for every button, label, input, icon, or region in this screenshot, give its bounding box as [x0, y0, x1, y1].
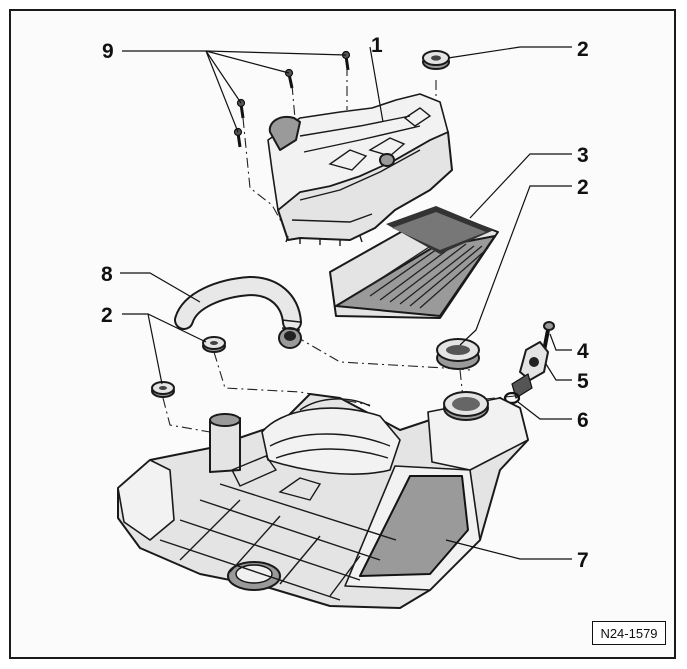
grommet-left-lower: [151, 381, 175, 398]
grommet-left-upper: [202, 336, 226, 353]
grommet-top: [422, 50, 450, 70]
leader-lines: [120, 46, 572, 560]
callout-4: 4: [577, 340, 589, 363]
bracket: [511, 341, 549, 399]
lower-housing: [117, 391, 529, 609]
callout-1: 1: [371, 34, 383, 57]
callouts: 9 1 2 3 2 8 2 4 5 6 7: [101, 34, 589, 572]
callout-7: 7: [577, 549, 589, 572]
callout-8: 8: [101, 263, 113, 286]
hose: [174, 275, 302, 349]
grommet-right: [436, 338, 480, 370]
callout-2-middle: 2: [577, 176, 589, 199]
screw-icon: [341, 50, 351, 71]
filter-element: [329, 206, 499, 319]
callout-2-top: 2: [577, 38, 589, 61]
callout-5: 5: [577, 370, 589, 393]
callout-6: 6: [577, 409, 589, 432]
reference-code: N24-1579: [592, 621, 666, 645]
upper-housing: [267, 93, 453, 246]
callout-2-left: 2: [101, 304, 113, 327]
callout-9: 9: [102, 40, 114, 63]
callout-3: 3: [577, 144, 589, 167]
